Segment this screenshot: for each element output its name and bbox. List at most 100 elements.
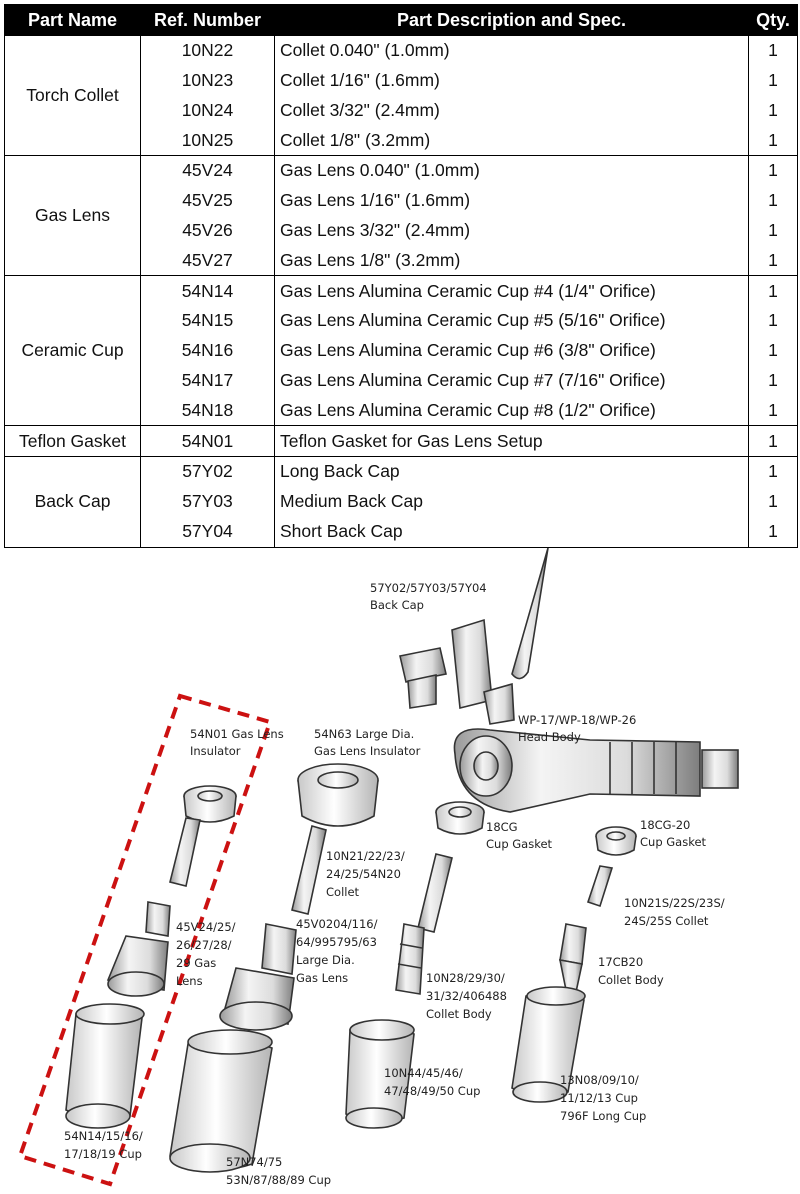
description-cell: Collet 0.040" (1.0mm): [274, 34, 749, 66]
ref-number-cell: 54N14: [140, 275, 275, 307]
ref-number-cell: 10N24: [140, 95, 275, 126]
highlight-box: [17, 693, 273, 1187]
description-cell: Gas Lens Alumina Ceramic Cup #5 (5/16" O…: [274, 306, 749, 336]
qty-cell: 1: [748, 486, 798, 517]
ref-number-cell: 45V27: [140, 245, 275, 276]
part-name-cell: Back Cap: [4, 456, 141, 548]
description-cell: Collet 1/16" (1.6mm): [274, 65, 749, 96]
qty-cell: 1: [748, 395, 798, 426]
ref-number-cell: 54N17: [140, 365, 275, 396]
description-cell: Gas Lens Alumina Ceramic Cup #4 (1/4" Or…: [274, 275, 749, 307]
description-cell: Gas Lens 0.040" (1.0mm): [274, 155, 749, 186]
cup-54n-drawing: [65, 1003, 145, 1129]
header-part-name: Part Name: [4, 4, 141, 36]
label-stubby-collet: 10N21S/22S/23S/24S/25S Collet: [624, 896, 725, 928]
label-large-insulator: 54N63 Large Dia.Gas Lens Insulator: [314, 727, 421, 758]
description-cell: Gas Lens 3/32" (2.4mm): [274, 215, 749, 246]
header-description: Part Description and Spec.: [274, 4, 749, 36]
qty-cell: 1: [748, 456, 798, 487]
cup-57n-drawing: [169, 1029, 273, 1173]
collet-drawings: [169, 817, 614, 933]
qty-cell: 1: [748, 335, 798, 366]
cup-gasket-18cg-drawing: [435, 801, 485, 835]
table-header-row: Part Name Ref. Number Part Description a…: [4, 4, 798, 36]
cup-gasket-18cg20-drawing: [595, 826, 637, 856]
parts-table: Part Name Ref. Number Part Description a…: [4, 4, 798, 548]
ref-number-cell: 10N22: [140, 34, 275, 66]
header-ref-number: Ref. Number: [140, 4, 275, 36]
part-name-cell: Gas Lens: [4, 155, 141, 277]
ref-number-cell: 10N25: [140, 125, 275, 156]
ref-number-cell: 57Y02: [140, 456, 275, 487]
description-cell: Gas Lens Alumina Ceramic Cup #6 (3/8" Or…: [274, 335, 749, 366]
qty-cell: 1: [748, 516, 798, 548]
qty-cell: 1: [748, 95, 798, 126]
ref-number-cell: 54N18: [140, 395, 275, 426]
qty-cell: 1: [748, 34, 798, 66]
stubby-collet-body-drawing: [558, 923, 587, 993]
ref-number-cell: 54N01: [140, 425, 275, 457]
gas-lens-insulator-drawing: [183, 785, 237, 823]
cup-13n-drawing: [511, 986, 586, 1103]
qty-cell: 1: [748, 215, 798, 246]
description-cell: Teflon Gasket for Gas Lens Setup: [274, 425, 749, 457]
ref-number-cell: 57Y04: [140, 516, 275, 548]
description-cell: Short Back Cap: [274, 516, 749, 548]
large-insulator-drawing: [297, 763, 379, 827]
label-cup-10n: 10N44/45/46/47/48/49/50 Cup: [384, 1066, 480, 1098]
qty-cell: 1: [748, 125, 798, 156]
qty-cell: 1: [748, 306, 798, 336]
collet-body-drawing: [395, 923, 425, 995]
part-name-cell: Torch Collet: [4, 34, 141, 157]
cup-10n-drawing: [345, 1019, 415, 1129]
description-cell: Gas Lens 1/16" (1.6mm): [274, 185, 749, 216]
back-cap-drawing: [399, 547, 549, 725]
description-cell: Long Back Cap: [274, 456, 749, 487]
qty-cell: 1: [748, 365, 798, 396]
ref-number-cell: 54N16: [140, 335, 275, 366]
ref-number-cell: 45V25: [140, 185, 275, 216]
description-cell: Gas Lens Alumina Ceramic Cup #8 (1/2" Or…: [274, 395, 749, 426]
ref-number-cell: 45V24: [140, 155, 275, 186]
qty-cell: 1: [748, 155, 798, 186]
large-gas-lens-drawing: [219, 923, 297, 1031]
ref-number-cell: 57Y03: [140, 486, 275, 517]
ref-number-cell: 10N23: [140, 65, 275, 96]
gas-lens-drawing: [106, 901, 171, 997]
head-body-drawing: [453, 728, 739, 813]
ref-number-cell: 45V26: [140, 215, 275, 246]
description-cell: Collet 1/8" (3.2mm): [274, 125, 749, 156]
ref-number-cell: 54N15: [140, 306, 275, 336]
